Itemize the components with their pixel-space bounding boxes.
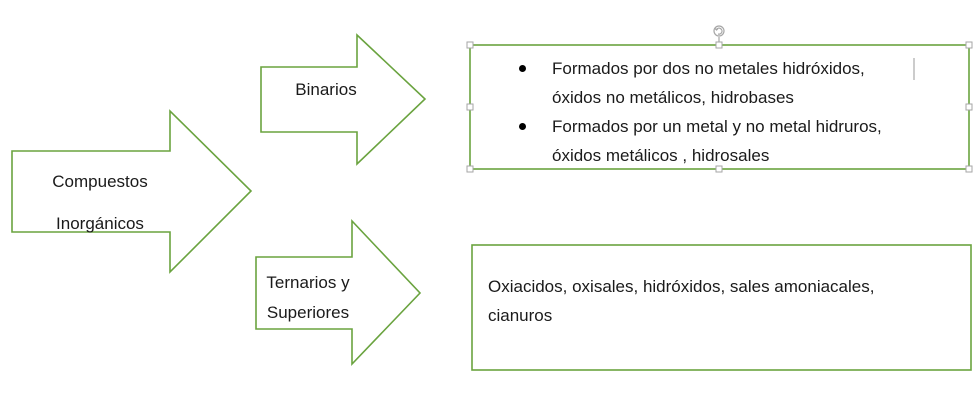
resize-handle-bottom-right[interactable]	[965, 165, 973, 173]
bullet-item-line1: Formados por dos no metales hidróxidos,	[552, 59, 865, 78]
main-arrow-shape[interactable]	[11, 109, 253, 274]
bullet-item-line1: Formados por un metal y no metal hidruro…	[552, 117, 882, 136]
ternary-arrow-label-line1: Ternarios y	[266, 273, 350, 292]
ternary-box-text-line1: Oxiacidos, oxisales, hidróxidos, sales a…	[488, 277, 875, 296]
binary-bullet-list: Formados por dos no metales hidróxidos, …	[519, 54, 959, 170]
ternary-arrow-label: Ternarios y Superiores	[262, 268, 354, 328]
binary-arrow-label: Binarios	[295, 80, 357, 99]
main-arrow-label-line1: Compuestos	[52, 172, 148, 191]
ternary-box-text-line2: cianuros	[488, 306, 553, 325]
binary-arrow-shape[interactable]	[260, 33, 427, 166]
ternary-arrow-shape[interactable]	[255, 218, 422, 366]
resize-handle-mid-right[interactable]	[965, 103, 973, 111]
resize-handle-top-left[interactable]	[466, 41, 474, 49]
rotate-handle-icon[interactable]	[713, 25, 725, 42]
resize-handle-top-mid[interactable]	[715, 41, 723, 49]
main-arrow-label-line2: Inorgánicos	[56, 214, 144, 233]
resize-handle-top-right[interactable]	[965, 41, 973, 49]
binary-box-text[interactable]: Formados por dos no metales hidróxidos, …	[519, 54, 959, 170]
ternary-arrow-label-line2: Superiores	[266, 303, 350, 322]
ternary-box-shape[interactable]	[471, 244, 972, 371]
bullet-item-line2: óxidos metálicos , hidrosales	[552, 146, 770, 165]
main-arrow-label: Compuestos Inorgánicos	[40, 161, 160, 245]
bullet-item: Formados por un metal y no metal hidruro…	[519, 112, 959, 170]
resize-handle-mid-left[interactable]	[466, 103, 474, 111]
bullet-item: Formados por dos no metales hidróxidos, …	[519, 54, 959, 112]
bullet-item-line2: óxidos no metálicos, hidrobases	[552, 88, 794, 107]
selection-handles[interactable]	[466, 41, 973, 173]
resize-handle-bottom-mid[interactable]	[715, 165, 723, 173]
ternary-box-text[interactable]: Oxiacidos, oxisales, hidróxidos, sales a…	[488, 272, 958, 330]
resize-handle-bottom-left[interactable]	[466, 165, 474, 173]
